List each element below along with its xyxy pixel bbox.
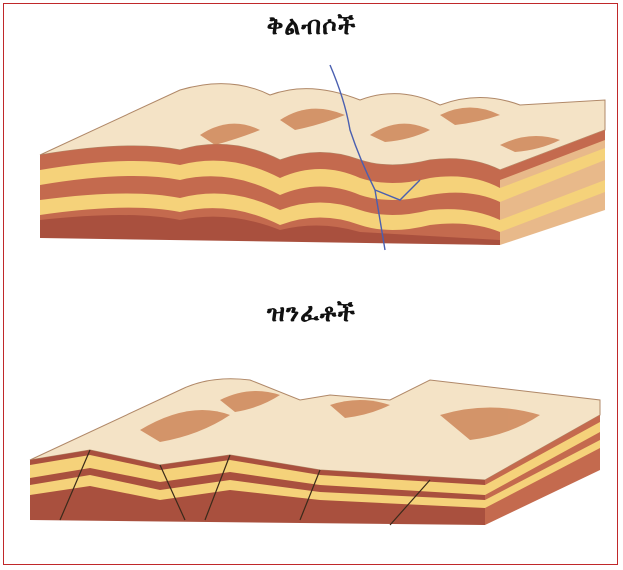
faults-diagram — [0, 360, 623, 530]
folds-title: ቅልብሶች — [0, 11, 623, 41]
faults-title: ዝንፈቶች — [0, 298, 623, 328]
folds-diagram — [0, 60, 623, 260]
